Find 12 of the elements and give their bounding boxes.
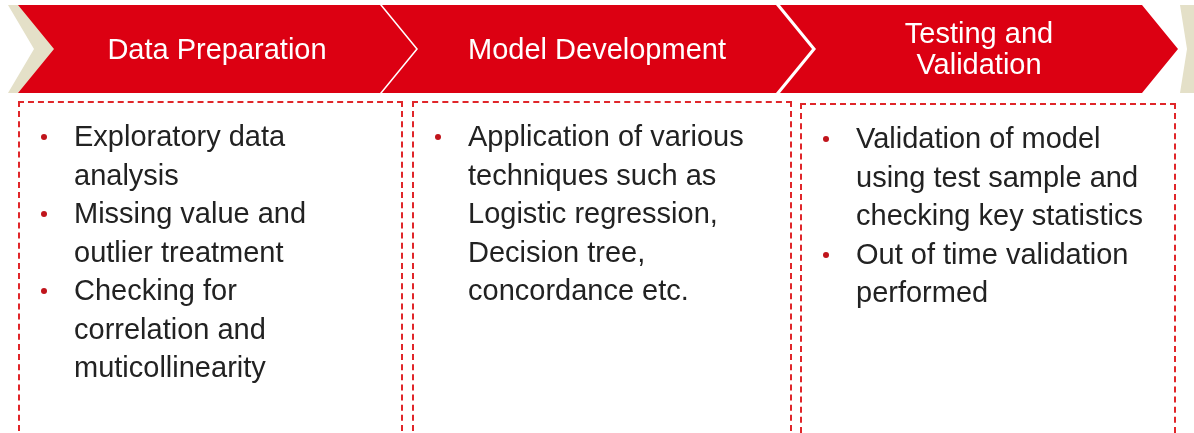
bullet-text: Exploratory data analysis [74,117,377,194]
bullet-text: Validation of model using test sample and checking key statistics [856,119,1150,235]
bullet-text: Out of time validation performed [856,234,1150,312]
dashed-box [18,101,403,433]
bullet-text: Checking for correlation and muticollinearity [74,271,377,387]
step-title: Testing and Validation [903,18,1055,80]
dashed-box [412,101,792,433]
dashed-box [800,103,1176,433]
bullet-text: Application of various techniques such as Logistic regression, Decision tree, concordance etc. [468,117,766,310]
step-title: Model Development [468,33,726,65]
bullet-text: Missing value and outlier treatment [74,194,377,271]
step-title: Data Preparation [107,33,327,65]
